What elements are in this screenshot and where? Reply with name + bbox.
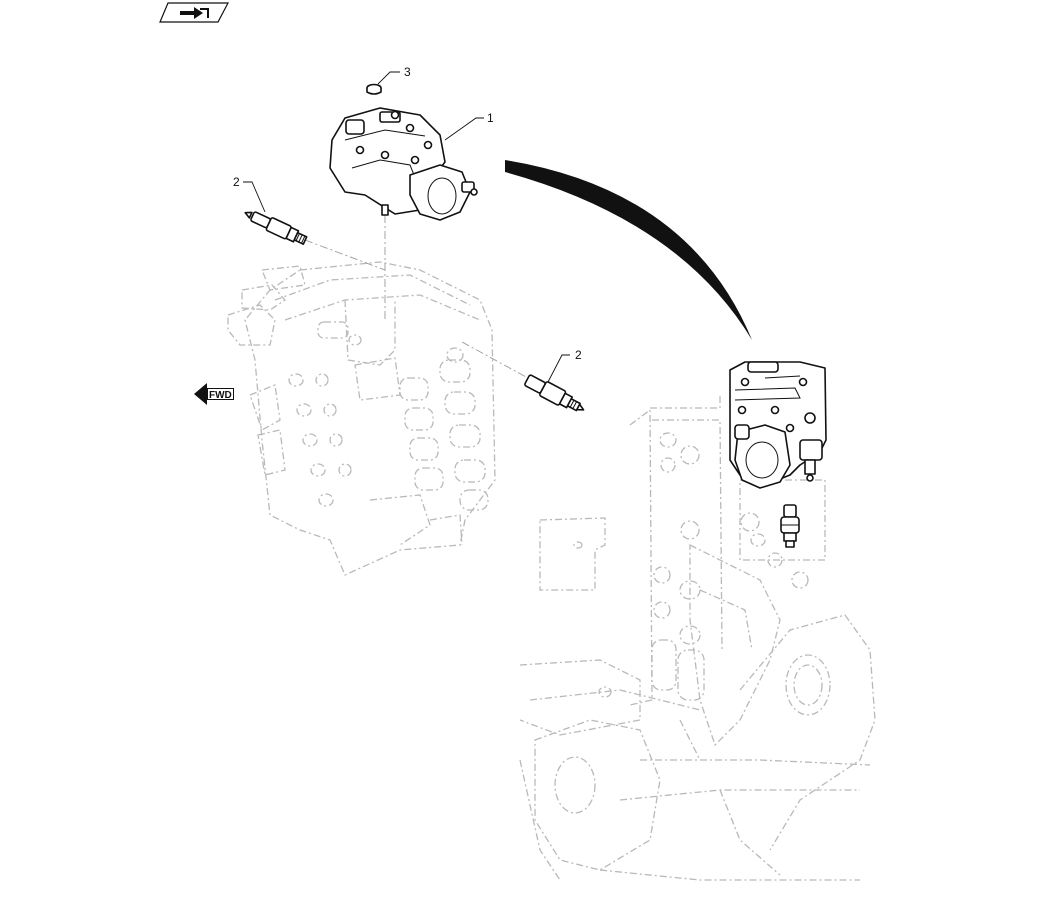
fwd-label: FWD: [209, 390, 232, 401]
callout-1: 1: [487, 111, 494, 125]
part-3-plug: [366, 83, 382, 95]
installed-solenoid-valve: [729, 361, 827, 489]
location-swoosh: [505, 160, 752, 340]
part-2-sensor-upper: [244, 211, 308, 245]
machine-location-view: [519, 395, 876, 881]
return-button[interactable]: [159, 2, 229, 23]
callout-2-upper: 2: [233, 175, 240, 189]
part-1-solenoid-valve: [329, 107, 478, 221]
callout-2-lower: 2: [575, 348, 582, 362]
part-2-sensor-lower: [524, 374, 585, 412]
installed-sensor: [780, 504, 800, 548]
fwd-indicator: FWD: [194, 383, 234, 405]
callout-leaders: [243, 71, 570, 383]
return-arrow-icon: [180, 7, 209, 19]
alignment-lines: [304, 215, 529, 379]
callout-3: 3: [404, 65, 411, 79]
control-valve-ghost: [227, 261, 496, 576]
